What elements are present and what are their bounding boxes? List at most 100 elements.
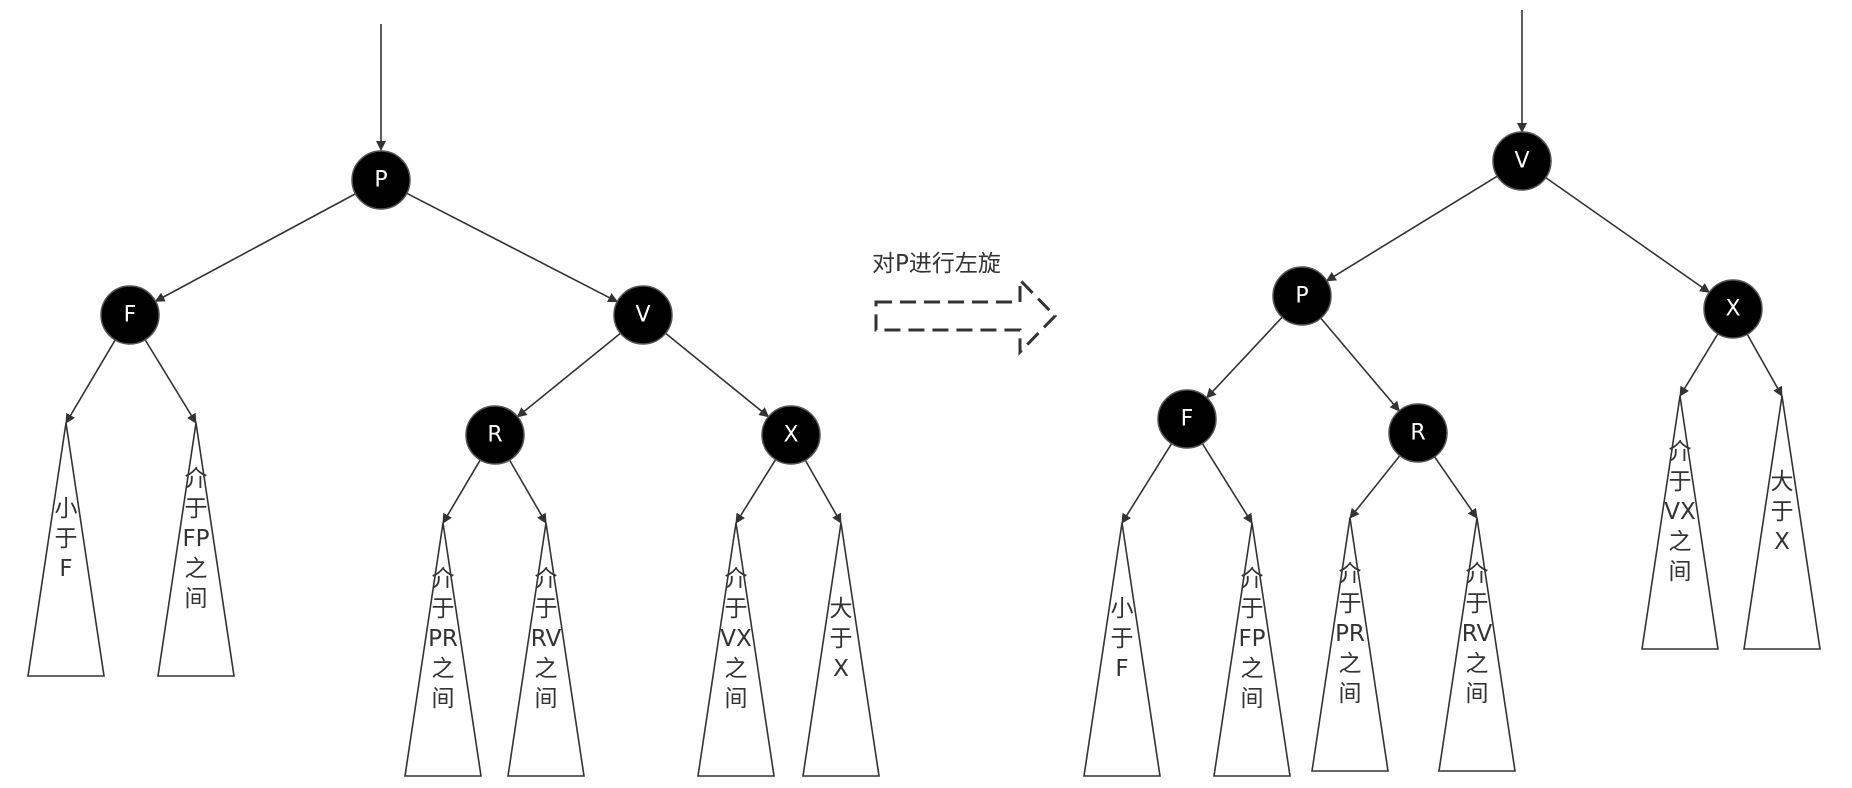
after-node-circle <box>1388 403 1448 463</box>
after-subtree-label-line: FP <box>1238 626 1265 652</box>
after-node-circle <box>1157 389 1217 449</box>
after-node-R: R <box>1388 403 1448 463</box>
after-subtree-label-line: 于 <box>1241 596 1264 622</box>
rotation-operation: 对P进行左旋 <box>872 251 1058 356</box>
after-node-label: P <box>1295 284 1308 309</box>
before-node-P: P <box>351 150 411 210</box>
after-edge-F-fp <box>1201 443 1253 524</box>
after-edge-X-gt-x <box>1746 333 1783 397</box>
after-subtree-label-line: 介 <box>1339 561 1362 587</box>
after-subtree-triangle <box>1641 395 1719 650</box>
after-subtree-label-line: 之 <box>1339 651 1362 677</box>
dashed-right-arrow-icon <box>874 276 1058 356</box>
before-node-circle <box>761 405 821 465</box>
before-edge-F-fp <box>144 339 197 424</box>
before-edge-V-R <box>516 332 621 418</box>
before-subtree-fp: 介于 FP 之间 <box>157 422 235 677</box>
after-subtree-label-line: 之 <box>1466 651 1489 677</box>
after-node-circle <box>1492 131 1552 191</box>
after-subtree-label-line: X <box>1774 529 1790 555</box>
after-node-label: R <box>1410 421 1425 446</box>
before-subtree-gt-x: 大于X <box>802 522 880 777</box>
before-node-F: F <box>100 285 160 345</box>
after-node-circle <box>1703 279 1763 339</box>
before-node-circle <box>351 150 411 210</box>
after-node-P: P <box>1272 266 1332 326</box>
after-subtree-label-line: 于 <box>1771 499 1794 525</box>
operation-label: 对P进行左旋 <box>872 251 1001 277</box>
after-subtree-label-line: 于 <box>1466 591 1489 617</box>
after-edge-V-P <box>1325 175 1498 282</box>
before-edge-R-pr <box>442 459 481 524</box>
edges <box>65 10 1783 524</box>
before-subtree-label-line: 介 <box>535 566 558 592</box>
before-subtree-label-line: 于 <box>55 526 78 552</box>
after-node-label: V <box>1514 149 1529 174</box>
after-node-X: X <box>1703 279 1763 339</box>
after-subtree-label-line: 间 <box>1339 681 1362 707</box>
before-node-label: F <box>124 303 137 328</box>
before-node-circle <box>465 405 525 465</box>
before-node-circle <box>613 285 673 345</box>
before-subtree-label-line: FP <box>182 526 209 552</box>
before-edge-X-vx <box>735 459 777 524</box>
after-subtree-triangle <box>1083 522 1161 777</box>
after-edge-X-vx <box>1679 333 1719 397</box>
before-subtree-vx: 介于 VX 之间 <box>697 522 775 777</box>
after-edge-F-lt-f <box>1121 443 1173 524</box>
after-node-V: V <box>1492 131 1552 191</box>
after-edge-P-R <box>1320 317 1400 412</box>
before-subtree-label-line: X <box>833 656 849 682</box>
after-subtree-label-line: 介 <box>1466 561 1489 587</box>
before-subtree-label-line: 间 <box>185 586 208 612</box>
after-subtree-triangle <box>1311 517 1389 772</box>
before-subtree-lt-f: 小于F <box>27 422 105 677</box>
before-node-label: V <box>635 303 650 328</box>
before-subtree-triangle <box>157 422 235 677</box>
after-subtree-label-line: PR <box>1335 621 1365 647</box>
before-node-X: X <box>761 405 821 465</box>
before-edge-X-gt-x <box>804 459 842 524</box>
before-subtree-label-line: 于 <box>535 596 558 622</box>
after-subtree-label-line: 于 <box>1669 469 1692 495</box>
before-subtree-label-line: 介 <box>725 566 748 592</box>
after-subtree-label-line: VX <box>1664 499 1696 525</box>
before-subtree-label-line: 间 <box>725 686 748 712</box>
before-subtree-label-line: 小 <box>55 496 78 522</box>
before-edge-P-V <box>406 192 619 303</box>
before-subtree-label-line: VX <box>720 626 752 652</box>
after-node-circle <box>1272 266 1332 326</box>
before-subtree-label-line: 介 <box>432 566 455 592</box>
after-subtree-gt-x: 大于X <box>1743 395 1821 650</box>
after-subtree-label-line: 间 <box>1241 686 1264 712</box>
before-node-R: R <box>465 405 525 465</box>
before-node-label: P <box>374 168 387 193</box>
after-edge-R-rv <box>1433 456 1478 519</box>
before-subtree-triangle <box>507 522 585 777</box>
before-subtree-triangle <box>802 522 880 777</box>
before-subtree-label-line: 大 <box>830 596 853 622</box>
after-subtree-label-line: 介 <box>1241 566 1264 592</box>
after-subtree-label-line: F <box>1115 656 1128 682</box>
after-edge-P-F <box>1206 316 1283 399</box>
before-subtree-label-line: 介 <box>185 466 208 492</box>
before-subtree-label-line: 于 <box>185 496 208 522</box>
before-subtree-label-line: 之 <box>185 556 208 582</box>
after-subtree-label-line: 于 <box>1111 626 1134 652</box>
before-edge-F-lt-f <box>65 339 116 424</box>
subtrees: 小于F介于FP之间介于PR之间介于RV之间介于VX之间大于X小于F介于FP之间介… <box>27 395 1821 777</box>
before-node-circle <box>100 285 160 345</box>
after-subtree-triangle <box>1438 517 1516 772</box>
before-subtree-label-line: 于 <box>432 596 455 622</box>
after-subtree-label-line: 介 <box>1669 439 1692 465</box>
before-subtree-label-line: 之 <box>725 656 748 682</box>
after-subtree-label-line: RV <box>1462 621 1493 647</box>
after-subtree-triangle <box>1213 522 1291 777</box>
before-subtree-label-line: 于 <box>725 596 748 622</box>
before-subtree-triangle <box>27 422 105 677</box>
after-subtree-label-line: 之 <box>1669 529 1692 555</box>
after-subtree-label-line: 于 <box>1339 591 1362 617</box>
